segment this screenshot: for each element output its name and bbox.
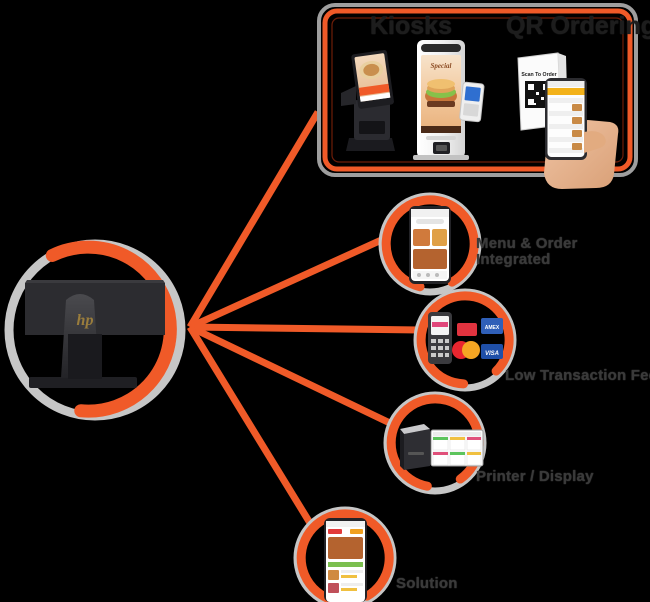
svg-text:Scan To Order: Scan To Order [521,72,556,78]
hp-monitor-icon: hp [25,280,165,388]
connector-to-solution [187,325,313,525]
countertop-kiosk-icon [341,50,395,151]
card-terminal-icon [428,312,452,364]
svg-text:Special: Special [431,62,452,70]
connector-to-menu-order-integrated [188,233,390,331]
hub-ring [4,239,186,421]
payment-card-logos: AMEX VISA [452,318,503,359]
svg-text:VISA: VISA [485,351,499,357]
hand-phone-icon [544,78,619,189]
smartphone-menu-app-icon [409,206,451,284]
node-printer-display[interactable] [374,382,497,505]
smartphone-delivery-app-icon [324,518,367,602]
svg-text:hp: hp [77,312,94,329]
panel-label-kiosks: Kiosks [370,12,452,40]
connector-to-panel [186,110,322,329]
node-menu-order-integrated[interactable] [370,184,490,304]
kds-display-icon [430,429,484,467]
panel-label-qr-ordering: QR Ordering [506,12,650,40]
connector-to-printer-display [188,323,394,428]
connector-to-low-transaction-fees [189,323,421,334]
floorstanding-kiosk-icon: Special [413,40,485,160]
panel-frame [317,3,638,177]
svg-text:AMEX: AMEX [485,325,500,331]
node-solution[interactable] [285,498,405,602]
node-low-transaction-fees[interactable]: AMEX VISA [403,278,527,402]
receipt-printer-icon [400,424,430,470]
